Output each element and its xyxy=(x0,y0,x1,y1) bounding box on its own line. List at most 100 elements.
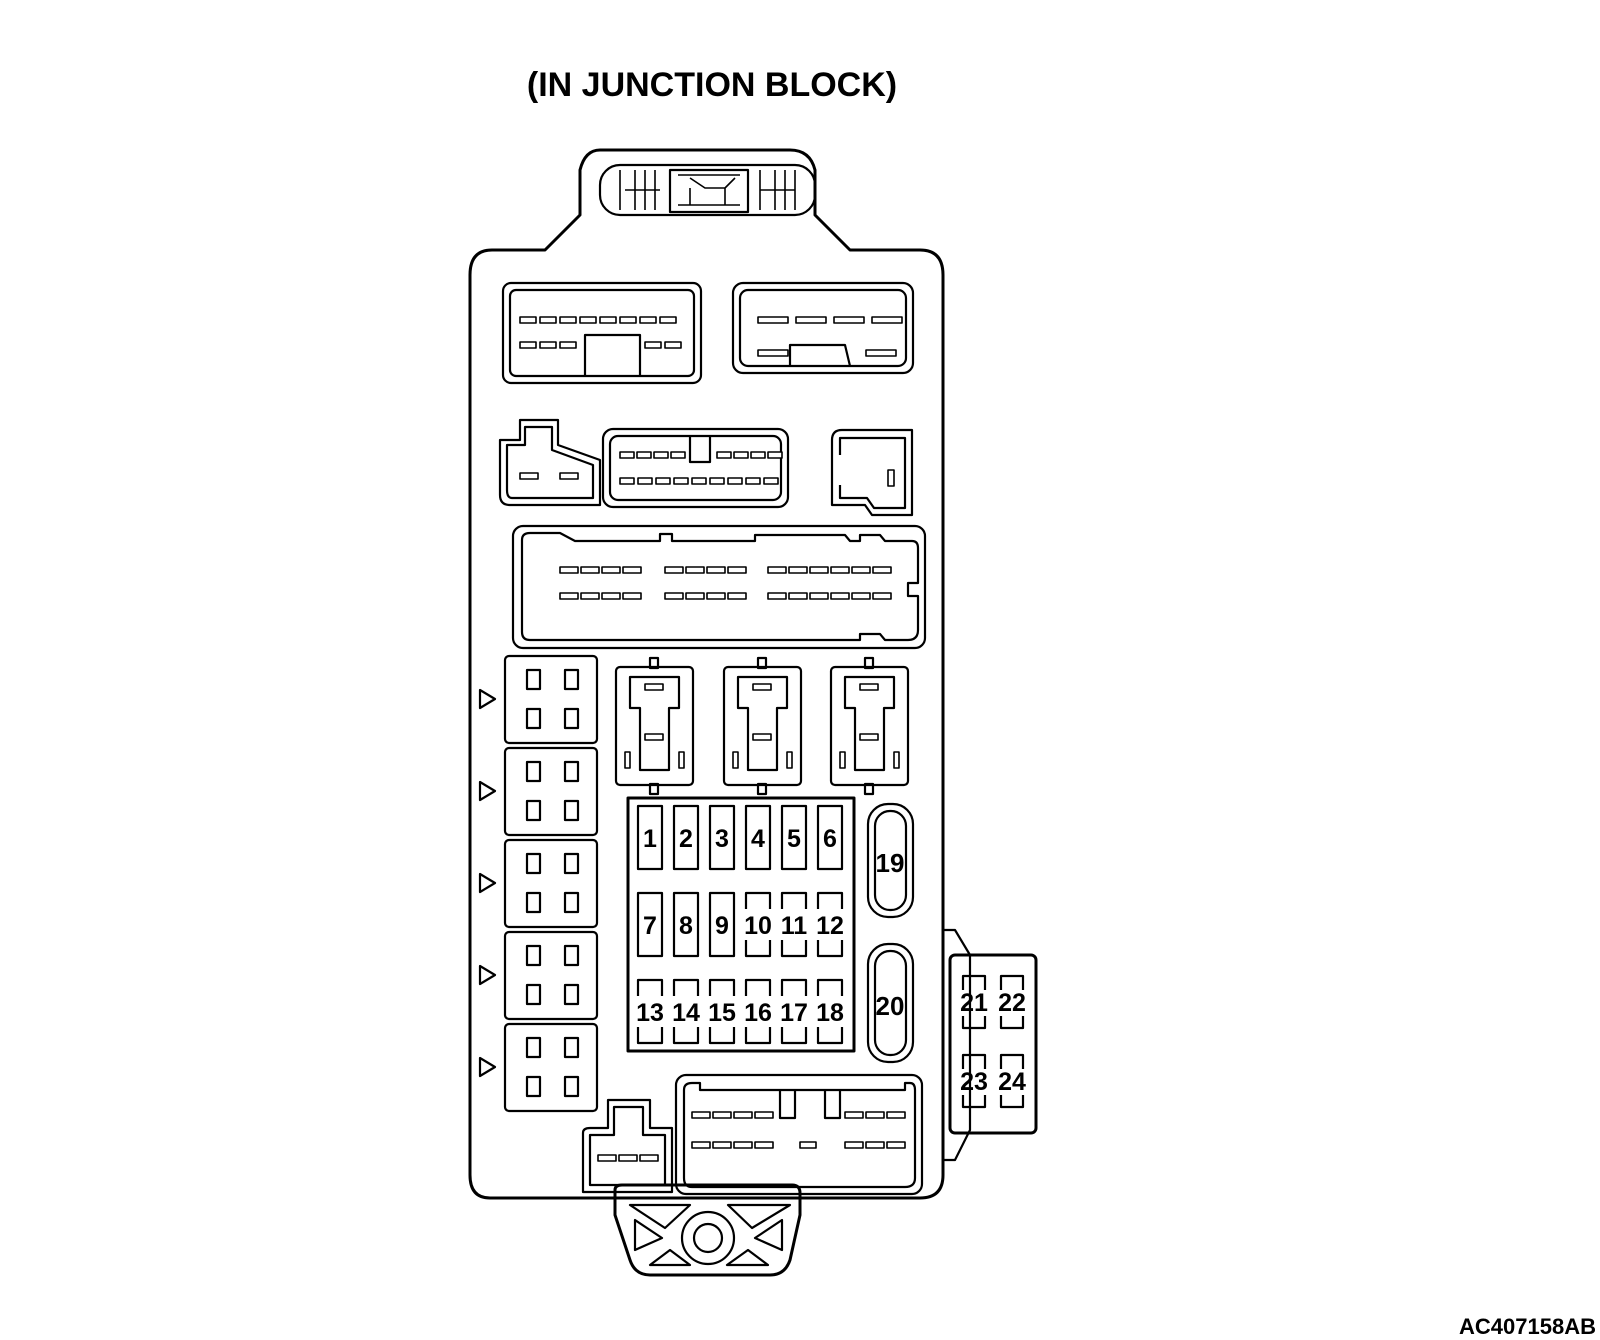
connector-pin xyxy=(716,451,732,459)
fuse-10[interactable]: 10 xyxy=(744,891,772,958)
connector-pin xyxy=(637,477,653,485)
side-fuse-label: 23 xyxy=(960,1068,988,1096)
connector-pin xyxy=(685,592,705,600)
fuse-1[interactable]: 1 xyxy=(636,804,664,871)
fuse-3[interactable]: 3 xyxy=(708,804,736,871)
relay-pin xyxy=(859,683,879,691)
connector-pin xyxy=(809,592,829,600)
fuse-2[interactable]: 2 xyxy=(672,804,700,871)
connector-pin xyxy=(767,451,783,459)
connector-pin xyxy=(872,566,892,574)
connector-pin xyxy=(830,566,850,574)
connector-pin xyxy=(618,1154,638,1162)
connector-pin xyxy=(833,316,865,324)
relay-pin xyxy=(893,751,900,769)
connector-middle xyxy=(601,427,790,509)
side-fuse-21[interactable]: 21 xyxy=(960,974,988,1030)
relay-terminal xyxy=(525,668,542,691)
relay-terminal xyxy=(525,852,542,875)
pointer-triangle-icon xyxy=(478,964,497,986)
fuse-16[interactable]: 16 xyxy=(744,978,772,1045)
relay-pin xyxy=(752,683,772,691)
connector-pin xyxy=(579,316,597,324)
side-box-mount xyxy=(943,928,972,1162)
relay-socket[interactable] xyxy=(722,656,803,796)
left-relay-block[interactable] xyxy=(503,1022,599,1113)
fuse-14[interactable]: 14 xyxy=(672,978,700,1045)
connector-pin xyxy=(559,316,577,324)
left-relay-block[interactable] xyxy=(503,654,599,745)
connector-pin xyxy=(727,477,743,485)
connector-pin xyxy=(872,592,892,600)
connector-pin xyxy=(727,566,747,574)
fuse-17[interactable]: 17 xyxy=(780,978,808,1045)
connector-pin xyxy=(664,592,684,600)
fuse-label: 5 xyxy=(787,825,801,853)
connector-pin xyxy=(754,1111,774,1119)
connector-pin xyxy=(757,316,789,324)
left-relay-block[interactable] xyxy=(503,838,599,929)
connector-pin xyxy=(745,477,761,485)
relay-terminal xyxy=(563,799,580,822)
connector-small-right xyxy=(830,428,914,517)
connector-bottom-wide xyxy=(674,1073,924,1196)
fuse-12[interactable]: 12 xyxy=(816,891,844,958)
side-fuse-23[interactable]: 23 xyxy=(960,1053,988,1109)
pointer-triangle-icon xyxy=(478,872,497,894)
fuse-8[interactable]: 8 xyxy=(672,891,700,958)
connector-pin xyxy=(754,1141,774,1149)
large-fuse-label: 20 xyxy=(876,991,905,1021)
fuse-label: 7 xyxy=(643,912,657,940)
connector-pin xyxy=(539,316,557,324)
relay-terminal xyxy=(525,799,542,822)
connector-pin xyxy=(750,451,766,459)
relay-socket[interactable] xyxy=(829,656,910,796)
fuse-7[interactable]: 7 xyxy=(636,891,664,958)
fuse-4[interactable]: 4 xyxy=(744,804,772,871)
fuse-label: 15 xyxy=(708,999,736,1027)
relay-pin xyxy=(644,733,664,741)
fuse-15[interactable]: 15 xyxy=(708,978,736,1045)
connector-pin xyxy=(559,566,579,574)
connector-pin xyxy=(733,1141,753,1149)
relay-socket[interactable] xyxy=(614,656,695,796)
connector-pin xyxy=(830,592,850,600)
side-fuse-22[interactable]: 22 xyxy=(998,974,1026,1030)
connector-pin xyxy=(709,477,725,485)
large-fuse-19[interactable]: 19 xyxy=(866,802,915,919)
fuse-label: 14 xyxy=(672,999,700,1027)
left-relay-block[interactable] xyxy=(503,746,599,837)
relay-terminal xyxy=(563,983,580,1006)
relay-terminal xyxy=(563,1036,580,1059)
fuse-13[interactable]: 13 xyxy=(636,978,664,1045)
relay-terminal xyxy=(563,1075,580,1098)
connector-pin xyxy=(809,566,829,574)
fuse-11[interactable]: 11 xyxy=(781,891,808,958)
connector-pin xyxy=(601,592,621,600)
connector-pin xyxy=(673,477,689,485)
connector-pin xyxy=(622,566,642,574)
relay-terminal xyxy=(525,944,542,967)
fuse-label: 13 xyxy=(636,999,664,1027)
top-mounting-clip xyxy=(598,163,817,217)
relay-terminal xyxy=(525,707,542,730)
fuse-label: 11 xyxy=(781,912,808,940)
fuse-18[interactable]: 18 xyxy=(816,978,844,1045)
left-relay-block[interactable] xyxy=(503,930,599,1021)
connector-pin xyxy=(763,477,779,485)
relay-terminal xyxy=(563,707,580,730)
side-fuse-24[interactable]: 24 xyxy=(998,1053,1026,1109)
relay-pin xyxy=(678,751,685,769)
fuse-6[interactable]: 6 xyxy=(816,804,844,871)
fuse-9[interactable]: 9 xyxy=(708,891,736,958)
relay-terminal xyxy=(563,668,580,691)
side-fuse-box xyxy=(948,953,1038,1135)
fuse-5[interactable]: 5 xyxy=(780,804,808,871)
connector-pin xyxy=(597,1154,617,1162)
connector-pin xyxy=(865,1141,885,1149)
large-fuse-20[interactable]: 20 xyxy=(866,942,915,1064)
connector-pin xyxy=(706,592,726,600)
left-relay-column xyxy=(478,654,599,1113)
